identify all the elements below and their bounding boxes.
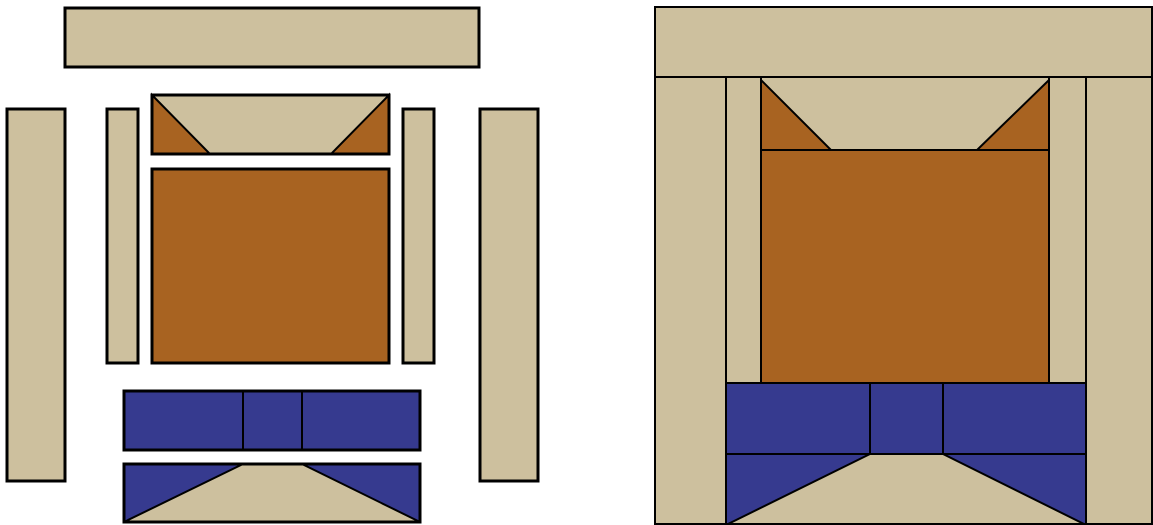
assembled-bow-tie bbox=[726, 383, 1086, 525]
exploded-view bbox=[7, 8, 538, 522]
bow-tie-bottom-piece bbox=[124, 464, 420, 522]
assembled-cat-head bbox=[761, 150, 1049, 383]
top-border-piece bbox=[65, 8, 479, 67]
assembled-top-border bbox=[655, 7, 1153, 77]
cat-head-piece bbox=[152, 169, 389, 363]
right-outer-border-piece bbox=[480, 109, 538, 481]
left-inner-strip-piece bbox=[107, 109, 138, 363]
left-outer-border-piece bbox=[7, 109, 65, 481]
cat-ears-piece bbox=[152, 95, 389, 154]
bow-tie-center-piece bbox=[124, 391, 420, 450]
right-inner-strip-piece bbox=[403, 109, 434, 363]
assembled-view bbox=[655, 7, 1153, 525]
